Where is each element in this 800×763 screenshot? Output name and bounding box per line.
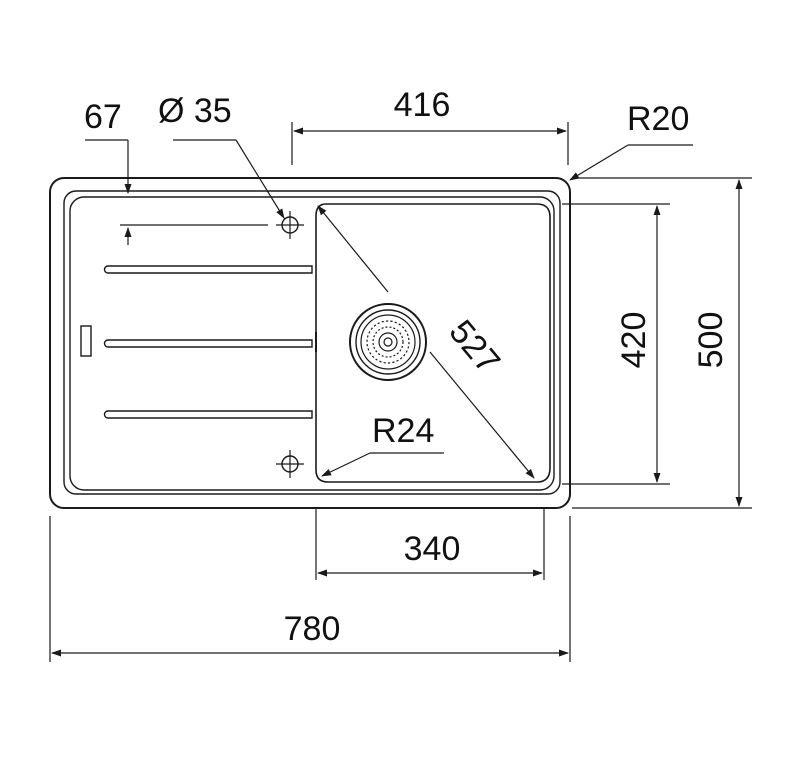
label-780: 780 [284,610,341,648]
sink-outline [49,177,571,509]
tap-hole-marker-bottom [276,450,304,478]
drainer-rib [103,410,313,419]
bowl [315,203,551,483]
dimension-780 [49,516,571,662]
label-500: 500 [692,312,730,369]
leader-r20 [569,144,693,181]
dimension-416 [291,122,569,165]
dimension-340 [315,508,545,580]
sink-inner-edge [63,190,561,495]
leader-r24 [321,452,444,477]
drain-strainer [349,303,427,381]
overflow-slot [80,325,92,357]
dimension-420 [562,203,670,485]
sink-outer-edge [49,177,571,509]
leader-hole-diameter [173,139,285,219]
label-527: 527 [442,313,508,381]
dimension-67 [85,139,268,245]
label-340: 340 [404,530,461,568]
drainer-rib [103,265,313,274]
dimension-527 [317,205,535,479]
drainer-ribs [103,265,317,419]
label-r24: R24 [372,412,434,450]
label-r20: R20 [627,100,689,138]
label-67: 67 [84,98,122,136]
tap-hole-marker-top [276,211,304,239]
label-hole-diameter: Ø 35 [158,92,232,130]
drainer-edge [69,196,555,491]
label-416: 416 [394,86,451,124]
bowl-outline [315,203,551,483]
label-420: 420 [615,312,653,369]
drainer-rib [103,339,313,348]
dimension-500 [572,177,752,509]
